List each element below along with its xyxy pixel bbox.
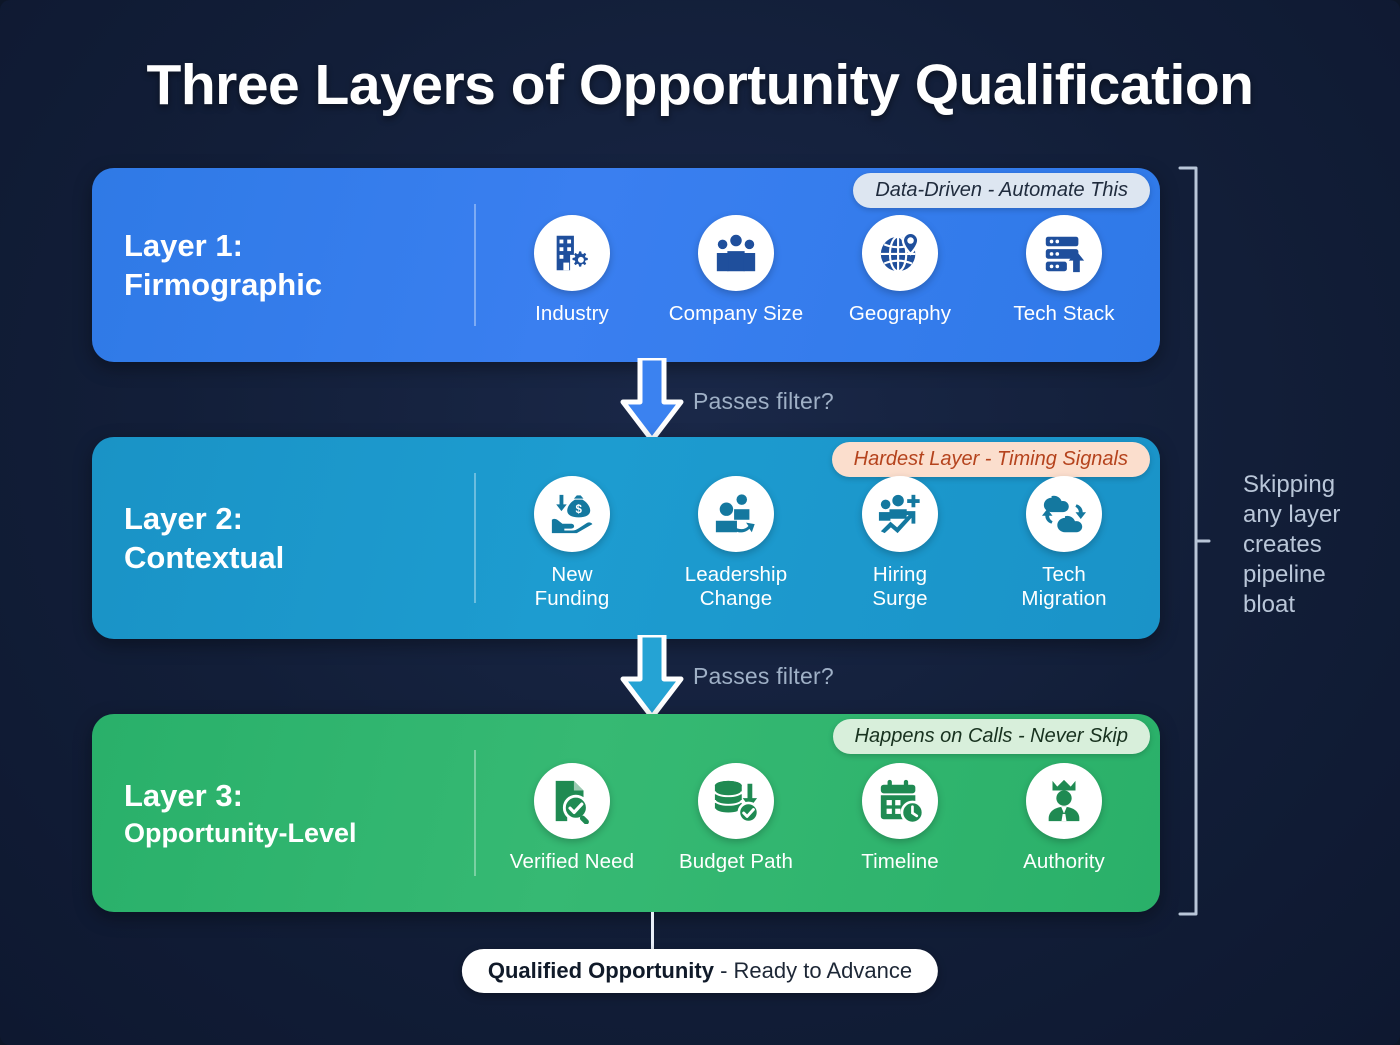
- item-verified-need[interactable]: Verified Need: [490, 762, 654, 874]
- people-swap-arrow-icon: [698, 475, 774, 552]
- layer-1-divider: [474, 204, 476, 326]
- item-label: Timeline: [861, 849, 939, 873]
- people-group-icon: [698, 214, 774, 291]
- down-arrow-icon: [620, 635, 684, 719]
- server-stack-arrow-icon: [1026, 214, 1102, 291]
- item-label: Industry: [535, 301, 609, 325]
- item-label: Budget Path: [679, 849, 793, 873]
- people-growth-chart-icon: [862, 475, 938, 552]
- item-company-size[interactable]: Company Size: [654, 214, 818, 326]
- result-badge: Qualified Opportunity - Ready to Advance: [461, 949, 939, 993]
- layer-band-1: Layer 1: Firmographic Data-Driven - Auto…: [92, 168, 1160, 362]
- item-label: Hiring Surge: [872, 562, 928, 610]
- bracket-note: Skipping any layer creates pipeline bloa…: [1243, 471, 1341, 618]
- item-tech-migration[interactable]: Tech Migration: [982, 475, 1146, 610]
- item-geography[interactable]: Geography: [818, 214, 982, 326]
- layer-1-items: Industry Company Size: [490, 168, 1146, 362]
- layer-3-title-line2: Opportunity-Level: [124, 817, 357, 848]
- cloud-sync-icon: [1026, 475, 1102, 552]
- item-industry[interactable]: Industry: [490, 214, 654, 326]
- layer-3-badge: Happens on Calls - Never Skip: [832, 719, 1150, 754]
- item-label: Tech Migration: [1021, 562, 1107, 610]
- item-label: Company Size: [668, 301, 804, 325]
- item-authority[interactable]: Authority: [982, 762, 1146, 874]
- item-label: Leadership Change: [684, 562, 788, 610]
- layer-band-2: Layer 2: Contextual Hardest Layer - Timi…: [92, 437, 1160, 639]
- down-arrow-icon: [620, 358, 684, 442]
- result-badge-rest: - Ready to Advance: [713, 958, 913, 983]
- layer-2-items: $ New Funding Leadership Change: [490, 437, 1146, 639]
- layer-2-title-line1: Layer 2:: [124, 500, 243, 536]
- layer-3-label: Layer 3: Opportunity-Level: [120, 714, 410, 912]
- calendar-clock-icon: [862, 762, 938, 839]
- layer-3-divider: [474, 750, 476, 876]
- building-gear-icon: [534, 214, 610, 291]
- layer-1-title-line1: Layer 1:: [124, 227, 243, 263]
- item-label: Verified Need: [509, 849, 635, 873]
- connector-label-2: Passes filter?: [693, 663, 834, 689]
- layer-1-title-line2: Firmographic: [124, 267, 323, 302]
- connector-label-1: Passes filter?: [693, 388, 834, 414]
- globe-pin-icon: [862, 214, 938, 291]
- layer-2-title-line2: Contextual: [124, 540, 285, 575]
- layer-2-divider: [474, 473, 476, 603]
- document-magnifier-check-icon: [534, 762, 610, 839]
- person-crown-icon: [1026, 762, 1102, 839]
- item-label: New Funding: [534, 562, 610, 610]
- result-badge-bold: Qualified Opportunity: [487, 958, 714, 983]
- layer-3-items: Verified Need: [490, 714, 1146, 912]
- item-new-funding[interactable]: $ New Funding: [490, 475, 654, 610]
- layer-2-label: Layer 2: Contextual: [120, 437, 410, 639]
- connector-arrow-2: [614, 635, 690, 719]
- layer-3-title-line1: Layer 3:: [124, 778, 243, 814]
- layer-band-3: Layer 3: Opportunity-Level Happens on Ca…: [92, 714, 1160, 912]
- result-connector-line: [651, 912, 654, 952]
- svg-text:$: $: [576, 504, 583, 516]
- item-tech-stack[interactable]: Tech Stack: [982, 214, 1146, 326]
- page-title: Three Layers of Opportunity Qualificatio…: [146, 53, 1254, 117]
- layer-1-badge: Data-Driven - Automate This: [853, 173, 1150, 208]
- connector-arrow-1: [614, 358, 690, 442]
- item-budget-path[interactable]: Budget Path: [654, 762, 818, 874]
- layer-1-label: Layer 1: Firmographic: [120, 168, 410, 362]
- coins-down-check-icon: [698, 762, 774, 839]
- layer-2-badge: Hardest Layer - Timing Signals: [831, 442, 1150, 477]
- item-hiring-surge[interactable]: Hiring Surge: [818, 475, 982, 610]
- item-timeline[interactable]: Timeline: [818, 762, 982, 874]
- hand-money-bag-icon: $: [534, 475, 610, 552]
- item-label: Geography: [848, 301, 952, 325]
- item-label: Tech Stack: [1013, 301, 1115, 325]
- item-leadership-change[interactable]: Leadership Change: [654, 475, 818, 610]
- item-label: Authority: [1023, 849, 1105, 873]
- scope-bracket: [1178, 166, 1211, 916]
